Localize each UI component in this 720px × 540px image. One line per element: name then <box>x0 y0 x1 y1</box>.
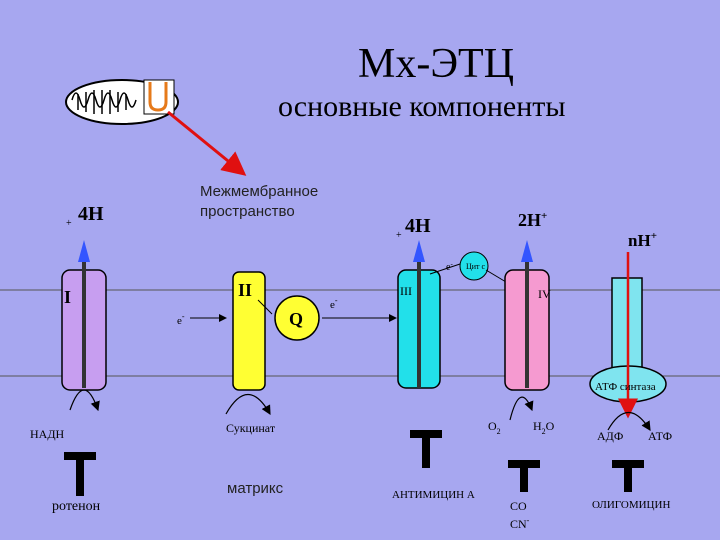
cyanide-block <box>508 460 540 492</box>
intermembrane-line-2: пространство <box>200 203 295 220</box>
rotenone-label: ротенон <box>52 499 101 514</box>
page-title: Мх-ЭТЦ <box>358 41 515 87</box>
q-label: Q <box>289 309 303 329</box>
cytc-label: Цит с <box>466 262 486 271</box>
matrix-label: матрикс <box>227 480 284 497</box>
complex-IV-label: IV <box>538 287 551 301</box>
cytochrome-c <box>459 251 489 281</box>
proton-label-1: 4H <box>78 203 104 225</box>
antimycin-block <box>410 430 442 468</box>
h2o-label: H2O <box>533 419 555 436</box>
intermembrane-line-1: Межмембранное <box>200 183 319 200</box>
electron-label-3: e- <box>446 260 453 273</box>
complex-III-label: III <box>400 284 412 298</box>
co-label: CO <box>510 499 527 513</box>
o2-label: O2 <box>488 419 501 436</box>
antimycin-label: АНТИМИЦИН А <box>392 489 475 501</box>
proton-label-4: 2H+ <box>518 210 547 230</box>
proton-label-atp: nH+ <box>628 230 657 250</box>
rotenone-block <box>64 452 96 496</box>
intermembrane-space-label: Межмембранное пространство <box>200 182 318 222</box>
complex-II-label: II <box>238 280 252 300</box>
proton-label-3: 4H <box>405 215 431 237</box>
atp-synthase-label: АТФ синтаза <box>595 381 656 393</box>
electron-label-1: e- <box>177 312 185 327</box>
mitochondrion-icon <box>65 79 179 125</box>
complex-II <box>232 271 266 391</box>
ubiquinone-q <box>274 295 320 341</box>
oligomycin-label: ОЛИГОМИЦИН <box>592 499 670 511</box>
proton-sign-1: + <box>66 218 72 229</box>
succinate-label: Сукцинат <box>226 421 276 435</box>
nadh-label: НАДН <box>30 427 65 441</box>
oligomycin-block <box>612 460 644 492</box>
cn-label: CN- <box>510 516 530 531</box>
atp-label: АТФ <box>648 429 672 443</box>
page-subtitle: основные компоненты <box>278 90 566 123</box>
electron-label-2: e- <box>330 296 338 311</box>
proton-sign-3: + <box>396 230 402 241</box>
zoom-arrow <box>167 110 247 176</box>
adp-label: АДФ <box>597 429 623 443</box>
complex-I-label: I <box>64 287 71 307</box>
